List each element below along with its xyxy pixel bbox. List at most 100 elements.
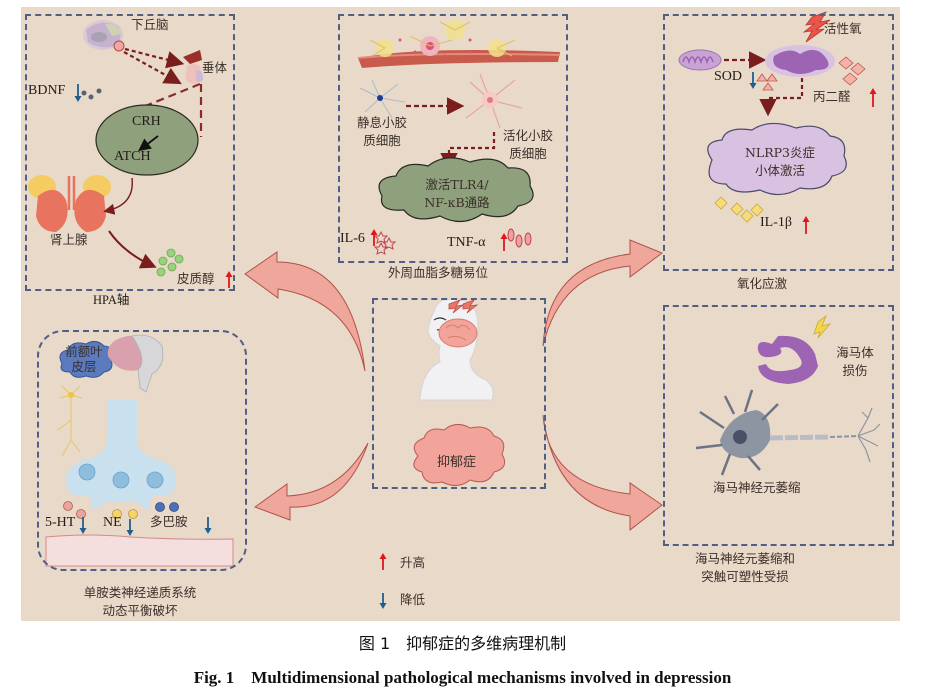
resting-microglia-line-1: 静息小胶: [356, 115, 407, 130]
lps-box: [338, 14, 568, 263]
ne-down-arrow-icon: [126, 519, 134, 536]
il1b-up-arrow-icon: [802, 216, 810, 234]
legend-decrease-label: 降低: [400, 592, 426, 607]
neuron-icon: [57, 385, 83, 457]
brain-icon: [438, 318, 478, 348]
trend-arrows: [74, 72, 877, 609]
serotonin-down-arrow-icon: [79, 517, 87, 534]
figure-caption-en: Fig. 1 Multidimensional pathological mec…: [193, 668, 732, 687]
activated-microglia-line-1: 活化小胶: [502, 128, 553, 143]
ne-molecules-icon: [112, 509, 138, 519]
arrow-to-oxidative: [542, 239, 664, 347]
bdnf-label: BDNF: [28, 83, 66, 98]
lps-graphics: [357, 20, 561, 255]
damage-lightning-icon: [813, 314, 832, 339]
monoamine-title: 单胺类神经递质系统 动态平衡破坏: [30, 584, 250, 620]
il6-up-arrow-icon: [370, 229, 378, 246]
pituitary-icon: [183, 50, 204, 84]
pfc-label: 前额叶 皮层: [58, 344, 110, 374]
resting-microglia-line-2: 质细胞: [363, 133, 401, 148]
depression-center-box: [372, 298, 546, 489]
nlrp3-line-1: NLRP3炎症: [744, 145, 815, 160]
hpa-box: [25, 14, 235, 291]
il1b-diamond-icons: [714, 196, 764, 223]
ne-label: NE: [103, 515, 122, 530]
ros-label: 活性氧: [824, 21, 862, 36]
tlr4-pathway-line-1: 激活TLR4/: [425, 177, 489, 192]
sod-down-arrow-icon: [749, 72, 757, 89]
activated-microglia-icon: [465, 73, 523, 129]
mda-diamond-icons: [838, 56, 866, 86]
arrow-to-hpa: [244, 251, 366, 372]
dopamine-down-arrow-icon: [204, 517, 212, 534]
hypothalamus-label: 下丘脑: [131, 17, 169, 32]
adrenal-kidney-icon: [28, 175, 111, 232]
depression-label: 抑郁症: [437, 455, 477, 470]
legend-down-arrow-icon: [379, 593, 387, 609]
bdnf-dots-icon: [81, 88, 102, 100]
tlr4-pathway-line-2: NF-κB通路: [424, 195, 490, 210]
lps-title: 外周血脂多糖易位: [388, 265, 489, 280]
damaged-mitochondrion-icon: [765, 45, 835, 77]
pfc-line-2: 皮层: [71, 359, 97, 374]
oxidative-title: 氧化应激: [737, 276, 788, 291]
hippocampus-icon: [757, 335, 818, 384]
cortisol-molecules-icon: [156, 248, 184, 277]
mda-label: 丙二醛: [813, 89, 851, 104]
hippocampus-damage-line-1: 海马体: [836, 345, 874, 360]
activated-microglia-label: 活化小胶 质细胞: [496, 127, 560, 163]
hippocampus-damage-label: 海马体 损伤: [830, 344, 880, 380]
tnf-alpha-icons: [507, 228, 532, 248]
hippocampus-damage-line-2: 损伤: [842, 363, 868, 378]
il6-label: IL-6: [340, 231, 365, 246]
figure-caption-cn: 图 1 抑郁症的多维病理机制: [358, 634, 567, 653]
resting-microglia-icon: [359, 79, 406, 119]
ros-lightning-icon: [802, 11, 831, 43]
monoamine-title-line-1: 单胺类神经递质系统: [83, 585, 197, 600]
arrow-to-hippocampus: [542, 414, 663, 532]
flow-arrows: [244, 239, 664, 532]
serotonin-label: 5-HT: [45, 515, 76, 530]
adrenal-label: 肾上腺: [50, 232, 88, 247]
tnf-alpha-label: TNF-α: [447, 235, 486, 250]
legend-up-arrow-icon: [379, 553, 387, 570]
cortisol-up-arrow-icon: [225, 271, 233, 288]
activated-microglia-line-2: 质细胞: [509, 146, 547, 161]
oxidative-box: [663, 14, 894, 271]
tlr4-pathway-cloud: [378, 157, 534, 223]
hypothalamus-brain-icon: [83, 20, 125, 52]
hippocampus-box: [663, 305, 894, 546]
arrow-to-monoamine: [253, 442, 369, 521]
hippocampus-graphics: [695, 314, 881, 476]
monoamine-box: [37, 330, 247, 571]
bdnf-down-arrow-icon: [74, 84, 82, 102]
pfc-line-1: 前额叶: [65, 344, 103, 359]
resting-microglia-label: 静息小胶 质细胞: [352, 114, 412, 150]
neuron-atrophy-icon: [695, 389, 881, 476]
hippocampus-title: 海马神经元萎缩和 突触可塑性受损: [680, 550, 810, 586]
monoamine-title-line-2: 动态平衡破坏: [102, 603, 178, 618]
sod-label: SOD: [714, 69, 743, 84]
neuron-atrophy-label: 海马神经元萎缩: [713, 480, 801, 495]
monoamine-graphics: [45, 334, 234, 567]
postsynaptic-membrane: [45, 534, 234, 567]
pituitary-label: 垂体: [202, 60, 228, 75]
nlrp3-line-2: 小体激活: [754, 163, 805, 178]
oxidative-graphics: [678, 11, 866, 223]
lightning-icons: [448, 299, 479, 314]
il1b-label: IL-1β: [760, 215, 792, 230]
hpa-title: HPA轴: [93, 293, 130, 307]
legend-increase-label: 升高: [400, 555, 426, 570]
hippocampus-title-line-2: 突触可塑性受损: [701, 569, 789, 584]
nlrp3-label: NLRP3炎症 小体激活: [730, 144, 830, 180]
atch-label: ATCH: [114, 149, 151, 164]
hpa-graphics: [28, 20, 204, 277]
mitochondrion-icon: [678, 49, 722, 71]
dopamine-molecules-icon: [155, 502, 179, 512]
cortisol-label: 皮质醇: [177, 271, 215, 286]
blood-vessel-icon: [357, 20, 561, 68]
tlr4-pathway-label: 激活TLR4/ NF-κB通路: [402, 176, 512, 212]
sod-triangle-icons: [756, 73, 778, 91]
dopamine-label: 多巴胺: [150, 514, 188, 529]
